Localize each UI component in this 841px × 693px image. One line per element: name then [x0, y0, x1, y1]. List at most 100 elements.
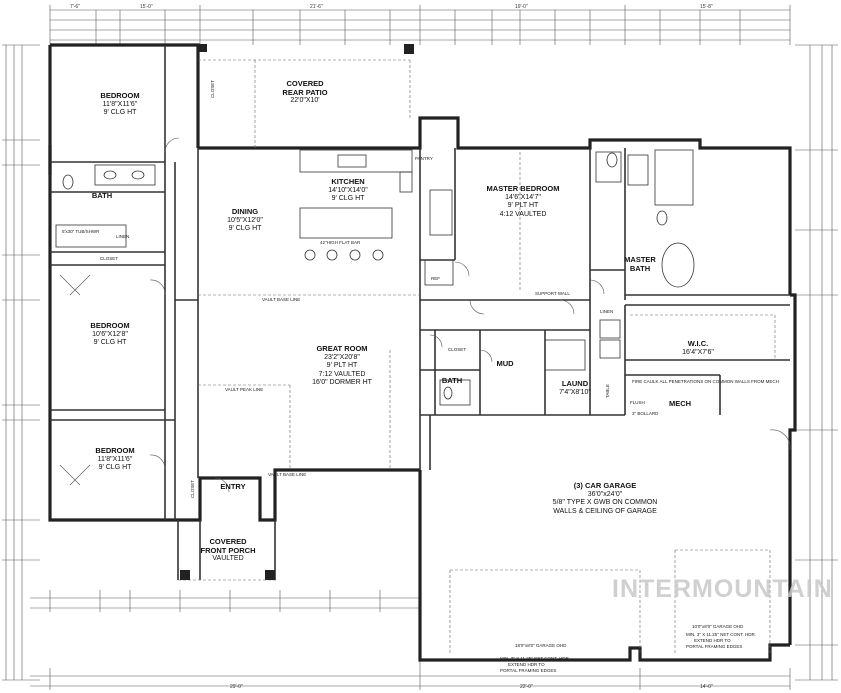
rear-patio-name-2: REAR PATIO [282, 87, 328, 97]
svg-text:7'-6": 7'-6" [70, 4, 80, 10]
great-room-size: 23'2"X20'8" [324, 353, 360, 361]
flat-bar-note: 42"HIGH FLAT BAR [320, 240, 361, 245]
interior-walls [50, 45, 790, 580]
svg-text:14'-0": 14'-0" [700, 684, 713, 690]
entry-name: ENTRY [220, 482, 246, 491]
bath-1-name: BATH [91, 191, 113, 200]
entry-label: ENTRY [220, 482, 246, 492]
kitchen-label: KITCHEN 14'10"X14'0" 9' CLG HT [328, 177, 368, 204]
front-porch-vault: VAULTED [212, 555, 244, 562]
svg-text:21'-6": 21'-6" [310, 4, 323, 10]
pantry-note: PANTRY [415, 156, 433, 161]
right-dimension-lines [795, 44, 838, 681]
linen-note-1: LINEN [116, 234, 130, 239]
bedroom-2-label: BEDROOM 10'6"X12'8" 9' CLG HT [90, 321, 130, 348]
garage-door-left-note: 18'0"x8'0" GARAGE OHD [515, 643, 567, 648]
bath-1-label: BATH [91, 191, 113, 201]
master-bath-name: MASTER [624, 255, 656, 264]
header-note-left-2: EXTEND HDR TO [508, 662, 545, 667]
dining-name: DINING [231, 207, 259, 216]
vault-peak-line-note: VAULT PEAK LINE [225, 387, 264, 392]
front-porch-label: COVERED FRONT PORCH VAULTED [200, 537, 256, 564]
bollard-note: 3" BOLLARD [632, 411, 659, 416]
support-wall-note: SUPPORT WALL [535, 291, 570, 296]
bedroom-3-ceiling: 9' CLG HT [98, 464, 132, 471]
header-note-left-3: PORTAL FRAMING EDGES [500, 668, 557, 673]
great-room-plate: 9' PLT HT [326, 362, 358, 369]
wic-name: W.I.C. [687, 339, 709, 348]
header-note-right-3: PORTAL FRAMING EDGES [686, 644, 743, 649]
watermark-logo: INTERMOUNTAIN [612, 575, 833, 603]
great-room-name: GREAT ROOM [316, 344, 368, 353]
great-room-vault: 7:12 VAULTED [318, 370, 366, 378]
master-bedroom-size: 14'6"X14'7" [505, 193, 541, 201]
svg-text:15'-0": 15'-0" [140, 4, 153, 10]
bedroom-1-size: 11'8"X11'6" [102, 100, 138, 108]
bath-2-name: BATH [441, 376, 463, 385]
rear-patio-name: COVERED [286, 79, 324, 88]
header-note-right-2: EXTEND HDR TO [694, 638, 731, 643]
laundry-label: LAUND 7'4"X8'10" [559, 379, 591, 397]
bedroom-1-name: BEDROOM [100, 91, 140, 100]
door-swings [59, 137, 791, 493]
wic-size: 16'4"X7'6" [682, 348, 714, 356]
garage-note-2: WALLS & CEILING OF GARAGE [553, 507, 657, 515]
dining-label: DINING 10'5"X12'0" 9' CLG HT [227, 207, 263, 234]
table-note: TABLE [605, 384, 610, 398]
mud-label: MUD [496, 359, 514, 369]
master-bedroom-plate: 9' PLT HT [507, 202, 539, 209]
great-room-dormer: 16'0" DORMER HT [312, 379, 372, 386]
bedroom-1-label: BEDROOM 11'8"X11'6" 9' CLG HT [100, 91, 140, 118]
closet-note-2: CLOSET [100, 256, 119, 261]
garage-name: (3) CAR GARAGE [573, 481, 637, 490]
closet-note-1: CLOSET [210, 79, 215, 98]
bath-fixtures [55, 149, 695, 406]
mud-name: MUD [496, 359, 514, 368]
front-porch-name: COVERED [209, 537, 247, 546]
laundry-size: 7'4"X8'10" [559, 388, 591, 396]
dimension-ticks: 7'-6" 15'-0" 21'-6" 19'-0" 15'-8" 29'-0"… [70, 4, 713, 690]
closet-note-3: CLOSET [190, 479, 195, 498]
ref-note: REF [431, 276, 440, 281]
closet-note-4: CLOSET [448, 347, 467, 352]
bedroom-3-label: BEDROOM 11'8"X11'6" 9' CLG HT [95, 446, 135, 473]
bedroom-2-name: BEDROOM [90, 321, 130, 330]
mech-label: MECH [668, 399, 692, 409]
linen-note-2: LINEN [600, 309, 614, 314]
bedroom-2-size: 10'6"X12'8" [92, 330, 128, 338]
header-note-right-1: MIN. 3" X 11.25" NET CONT. HDR. [686, 632, 757, 637]
bath-2-label: BATH [441, 376, 463, 386]
master-bedroom-name: MASTER BEDROOM [486, 184, 560, 193]
rear-patio-size: 22'0"X10' [290, 97, 320, 104]
vault-dashed-lines [178, 59, 776, 655]
top-dimension-lines [49, 5, 791, 45]
bottom-dimension-lines [30, 590, 791, 690]
bedroom-1-ceiling: 9' CLG HT [103, 109, 137, 116]
left-dimension-lines [2, 44, 40, 681]
garage-label: (3) CAR GARAGE 36'0"x24'0" 5/8" TYPE X G… [552, 481, 658, 516]
vault-base-line-note-2: VAULT BASE LINE [268, 472, 307, 477]
mech-name: MECH [668, 399, 692, 408]
dining-size: 10'5"X12'0" [227, 216, 263, 224]
great-room-label: GREAT ROOM 23'2"X20'8" 9' PLT HT 7:12 VA… [312, 344, 372, 388]
posts [180, 44, 414, 580]
garage-note-1: 5/8" TYPE X GWB ON COMMON [552, 499, 658, 506]
laundry-name: LAUND [561, 379, 589, 388]
kitchen-fixtures [299, 149, 454, 286]
kitchen-size: 14'10"X14'0" [328, 186, 368, 194]
flush-note: FLUSH [630, 400, 645, 405]
kitchen-name: KITCHEN [331, 177, 365, 186]
bedroom-3-name: BEDROOM [95, 446, 135, 455]
front-porch-name-2: FRONT PORCH [200, 545, 256, 555]
covered-rear-patio-label: COVERED REAR PATIO 22'0"X10' [282, 79, 328, 106]
dining-ceiling: 9' CLG HT [228, 225, 262, 232]
svg-text:29'-0": 29'-0" [230, 684, 243, 690]
vault-base-line-note-1: VAULT BASE LINE [262, 297, 301, 302]
garage-size: 36'0"x24'0" [587, 490, 623, 498]
wic-label: W.I.C. 16'4"X7'6" [682, 339, 714, 357]
garage-door-right-note: 10'0"x8'0" GARAGE OHD [692, 624, 744, 629]
svg-text:22'-0": 22'-0" [520, 684, 533, 690]
header-note-left-1: MIN. 3" X 11.25" NET CONT. HDR. [500, 656, 571, 661]
kitchen-ceiling: 9' CLG HT [331, 195, 365, 202]
